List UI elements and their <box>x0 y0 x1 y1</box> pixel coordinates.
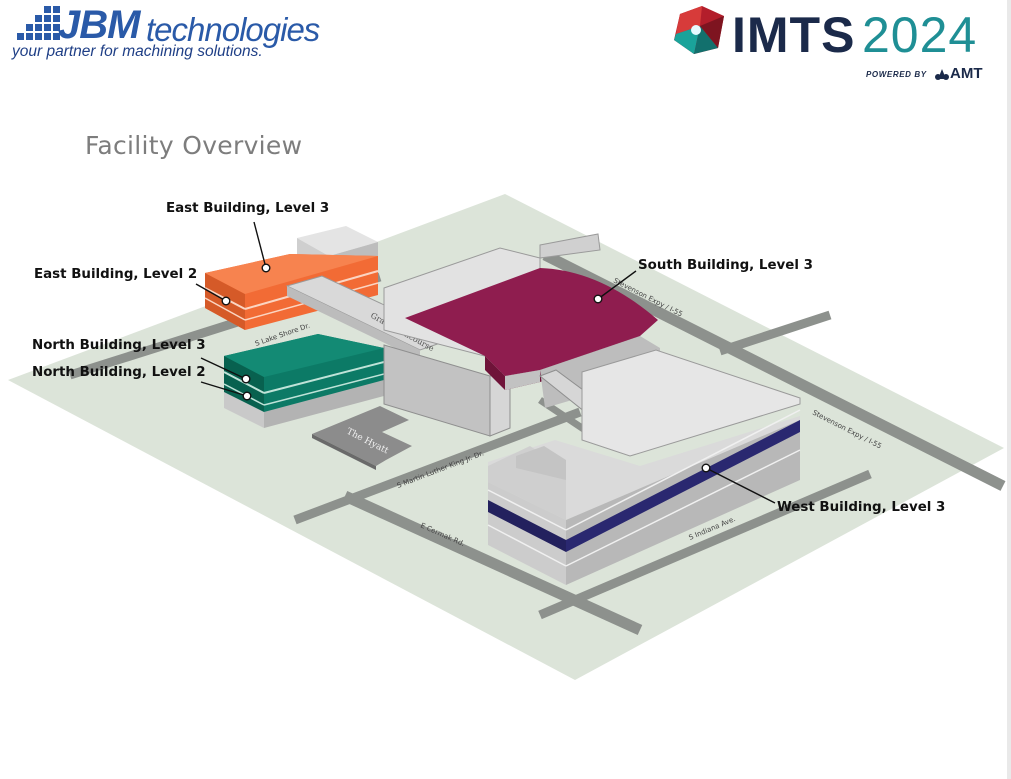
hyatt-building: The Hyatt <box>312 406 412 470</box>
leader-east-3 <box>253 221 267 269</box>
leader-north-2 <box>200 381 248 397</box>
jbm-brand: JBM <box>58 3 140 47</box>
marker-west-3[interactable] <box>701 463 711 473</box>
marker-south-3[interactable] <box>593 294 603 304</box>
label-north-2[interactable]: North Building, Level 2 <box>32 365 206 380</box>
north-building <box>223 334 385 428</box>
label-west-3[interactable]: West Building, Level 3 <box>777 500 946 515</box>
imts-gem-icon <box>674 6 724 54</box>
south-building <box>383 233 660 437</box>
marker-east-2[interactable] <box>221 296 231 306</box>
callout-lines <box>195 221 776 504</box>
imts-logo: IMTS 2024 POWERED BY AMT <box>672 4 1002 84</box>
label-east-3[interactable]: East Building, Level 3 <box>166 201 330 216</box>
leader-north-3 <box>200 357 247 380</box>
leader-west-3 <box>705 467 776 504</box>
imts-partner: AMT <box>934 65 983 82</box>
amt-icon <box>935 69 949 80</box>
leader-east-2 <box>195 283 227 302</box>
imts-year: 2024 <box>862 7 978 63</box>
road-mlk <box>293 407 582 525</box>
label-south-3[interactable]: South Building, Level 3 <box>638 258 813 273</box>
road-cermak <box>342 490 643 636</box>
jbm-squares-icon <box>17 6 60 40</box>
leader-south-3 <box>597 270 637 300</box>
amt-text: AMT <box>950 65 983 82</box>
page-edge <box>1007 0 1011 779</box>
page-title: Facility Overview <box>85 131 303 160</box>
label-north-3[interactable]: North Building, Level 3 <box>32 338 206 353</box>
jbm-suffix: technologies <box>146 11 320 48</box>
label-east-2[interactable]: East Building, Level 2 <box>34 267 198 282</box>
road-stevenson-ramp <box>718 310 832 356</box>
jbm-logo: JBM technologies your partner for machin… <box>12 2 392 64</box>
imts-name: IMTS <box>732 7 856 63</box>
imts-powered-by: POWERED BY <box>866 70 927 79</box>
marker-east-3[interactable] <box>261 263 271 273</box>
marker-north-3[interactable] <box>241 374 251 384</box>
marker-north-2[interactable] <box>242 391 252 401</box>
west-building <box>487 349 801 585</box>
road-indiana <box>538 469 872 620</box>
jbm-tagline: your partner for machining solutions. <box>12 43 263 60</box>
